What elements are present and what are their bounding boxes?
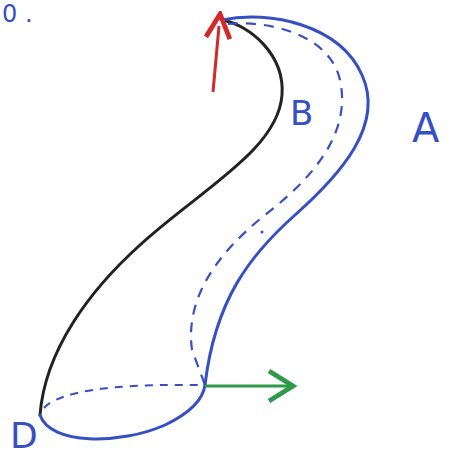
- hidden-edge: [191, 23, 342, 385]
- point-label: B: [290, 96, 313, 130]
- normal-arrow: [213, 26, 219, 92]
- tangent-arrow: [205, 385, 290, 388]
- bottom-rim: [40, 385, 205, 439]
- black-edge: [40, 20, 282, 415]
- bottom-rim-hidden: [44, 385, 203, 408]
- corner-note: 0 .: [2, 2, 33, 26]
- dot: [261, 231, 264, 234]
- point-label: A: [412, 108, 439, 148]
- point-label: D: [10, 418, 38, 454]
- blue-edge: [205, 17, 368, 385]
